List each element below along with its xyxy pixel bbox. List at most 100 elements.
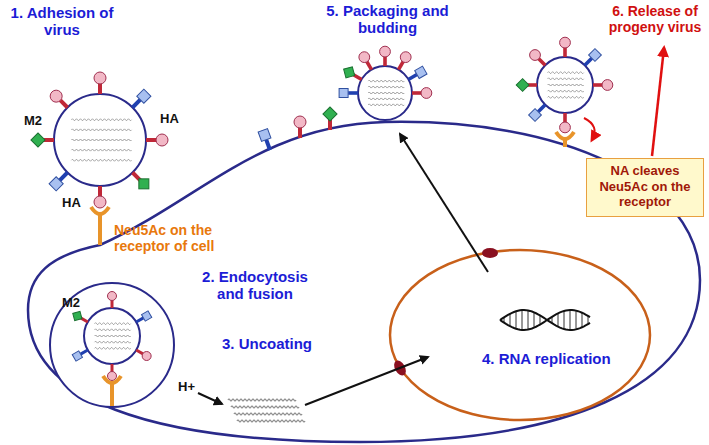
ha-spike (380, 46, 391, 57)
step-label: 3. Uncoating (222, 335, 312, 352)
rna-helix (500, 310, 590, 330)
ha-spike (108, 372, 117, 381)
virus-rna (368, 86, 404, 88)
virus-rna (71, 159, 131, 161)
spike-stem (399, 61, 404, 70)
nucleus (390, 250, 650, 420)
virus-rna (548, 96, 584, 98)
rna-segment (228, 399, 296, 401)
receptor-cup (103, 376, 121, 383)
helix-rung (582, 313, 583, 328)
released-rna (228, 399, 305, 422)
virus (339, 46, 432, 120)
spike-stem (563, 47, 567, 57)
helix-rung (528, 310, 529, 329)
export-arrow (400, 134, 488, 272)
rna-segment (237, 420, 305, 422)
virus-envelope (358, 66, 412, 120)
note-box: NA cleaves Neu5Ac on the receptor (586, 158, 704, 217)
virus-envelope (84, 308, 140, 364)
ha-spike (94, 72, 106, 84)
proton-arrow (198, 393, 222, 404)
virus-rna (95, 335, 131, 337)
virus-rna (368, 80, 404, 82)
na-spike (258, 129, 271, 142)
import-arrow (305, 357, 428, 405)
spike-stem (298, 127, 302, 138)
ha-spike (142, 352, 151, 361)
spike-stem (538, 58, 545, 65)
spike-stem (146, 138, 157, 142)
spike-stem (133, 100, 141, 108)
protein-label: M2 (24, 114, 42, 129)
ion-label: H+ (178, 380, 195, 395)
ha-spike (94, 196, 106, 208)
release-arrow (652, 48, 664, 156)
spike-stem (408, 75, 417, 80)
spike-stem (593, 83, 603, 87)
m2-spike (73, 311, 82, 320)
spike-stem (60, 100, 68, 108)
step-label: 2. Endocytosis and fusion (190, 268, 320, 303)
virus-rna (548, 72, 584, 74)
rna-segment (231, 406, 299, 408)
helix-rung (510, 314, 511, 326)
virus (31, 72, 168, 208)
cleave-arrow (584, 118, 595, 140)
helix-rung (522, 310, 523, 330)
helix-rung (576, 311, 577, 330)
receptor (98, 213, 102, 245)
ha-spike (156, 134, 168, 146)
helix-strand (500, 310, 590, 330)
spike-stem (98, 186, 102, 197)
protein-label: HA (160, 112, 179, 127)
m2-spike (139, 179, 149, 189)
receptor-cup (556, 132, 574, 139)
receptor-label: Neu5Ac on the receptor of cell (114, 222, 232, 254)
step-label: 6. Release of progeny virus (603, 3, 707, 35)
na-spike (339, 89, 348, 98)
helix-rung (564, 311, 565, 329)
na-spike (137, 89, 151, 103)
m2-spike (31, 133, 45, 147)
virus-rna (71, 149, 131, 151)
ha-spike (50, 90, 62, 102)
step-label: 5. Packaging and budding (305, 2, 470, 37)
na-spike (529, 109, 542, 122)
endosome (50, 283, 174, 407)
receptor-cup (91, 207, 109, 214)
virus-rna (71, 129, 131, 131)
m2-spike (323, 107, 337, 121)
receptor (110, 382, 114, 406)
virus-rna (95, 329, 131, 331)
spike-stem (367, 61, 372, 70)
ha-spike (530, 50, 541, 61)
virus-rna (368, 92, 404, 94)
helix-rung (570, 310, 571, 330)
ha-spike (560, 122, 571, 133)
ha-spike (359, 52, 370, 63)
ha-spike (560, 37, 571, 48)
helix-rung (534, 312, 535, 327)
spike-stem (538, 105, 545, 112)
na-spike (72, 351, 82, 361)
ha-spike (294, 116, 306, 128)
virus-rna (95, 347, 131, 349)
spike-stem (266, 140, 270, 150)
note-text: NA cleaves Neu5Ac on the receptor (592, 163, 698, 210)
helix-rung (558, 313, 559, 326)
nuclear-pore (482, 248, 498, 258)
na-spike (49, 177, 63, 191)
rna-segment (234, 413, 302, 415)
helix-rung (516, 311, 517, 329)
na-spike (142, 311, 152, 321)
step-label: 4. RNA replication (482, 350, 611, 367)
helix-strand (500, 310, 590, 330)
virus-rna (548, 84, 584, 86)
virus-rna (548, 78, 584, 80)
virus-rna (71, 139, 131, 141)
na-spike (415, 66, 427, 78)
virus-rna (368, 98, 404, 100)
